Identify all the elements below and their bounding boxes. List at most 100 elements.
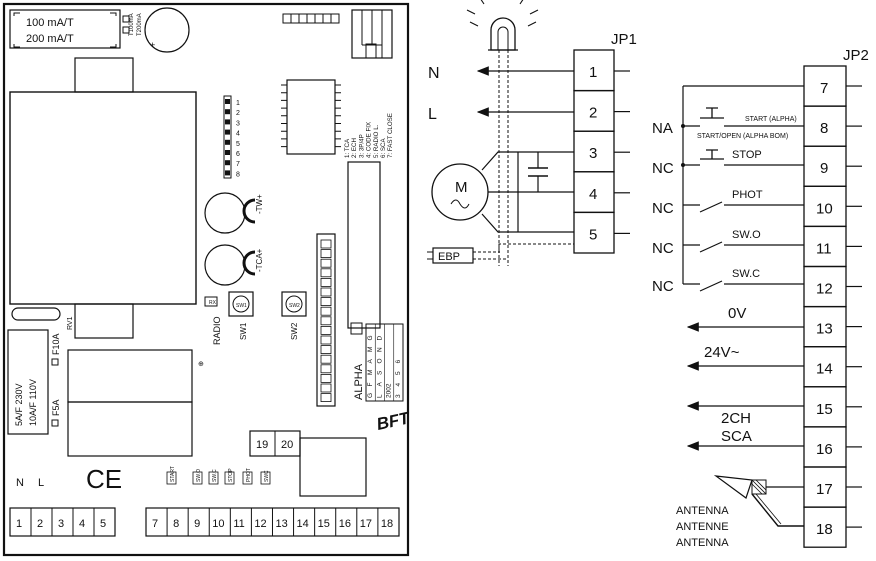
board-terminal-number: 11 xyxy=(233,518,244,530)
output-sca: SCA xyxy=(721,428,752,445)
transformer xyxy=(9,57,197,339)
output-0v: 0V xyxy=(728,305,746,322)
led-indicator xyxy=(242,471,253,485)
version-cell: 2002 xyxy=(386,383,393,398)
dip-lever[interactable] xyxy=(225,109,230,115)
dip-number: 1 xyxy=(236,100,240,107)
input-start-alpha: START (ALPHA) xyxy=(745,116,797,123)
sw1-button[interactable]: SW1 SW1 xyxy=(228,291,254,340)
motor-icon: M xyxy=(431,151,574,233)
version-cell: A xyxy=(367,359,374,364)
jp1-terminal: 5 xyxy=(589,226,597,243)
dip-function-item: 6: SCA xyxy=(380,138,387,158)
led-label: START xyxy=(170,466,176,482)
antenna-label-1: ANTENNA xyxy=(676,505,729,517)
rv1-label: RV1 xyxy=(67,316,74,330)
version-cell: 6 xyxy=(395,360,402,364)
jumper-20-label: 20 xyxy=(281,439,293,451)
dip-number: 4 xyxy=(236,131,240,138)
dip-number: 5 xyxy=(236,141,240,148)
jumper-19-20[interactable]: 19 20 xyxy=(249,430,367,497)
dip-lever[interactable] xyxy=(225,150,230,155)
version-cell: 4 xyxy=(395,383,402,387)
dip-function-item: 5: RADIO L. xyxy=(373,124,380,158)
version-cell: L xyxy=(376,394,383,398)
board-terminal-number: 15 xyxy=(318,518,330,530)
trimmer-tca[interactable]: -TCA+ xyxy=(204,244,264,286)
led-indicator xyxy=(260,471,271,485)
board-terminal-number: 14 xyxy=(297,518,309,530)
jp1-title: JP1 xyxy=(611,31,637,48)
mains-fuse-box: 5A/F 230V 10A/F 110V F10A F5A xyxy=(7,329,61,435)
led-strip-top xyxy=(282,13,340,24)
input-phot: PHOT xyxy=(732,189,763,201)
led-label: SWC xyxy=(264,470,270,482)
dip-function-item: 7: FAST CLOSE xyxy=(387,113,394,158)
ebp-box: EBP xyxy=(427,243,574,264)
svg-text:RX: RX xyxy=(209,300,217,306)
board-terminal-number: 2 xyxy=(37,518,43,530)
board-terminal-number: 8 xyxy=(173,518,179,530)
dip-lever[interactable] xyxy=(225,139,230,145)
jp2-terminal: 13 xyxy=(816,321,833,338)
board-terminal-number: 18 xyxy=(381,518,393,530)
header-connector xyxy=(351,9,393,59)
led-label: STOP xyxy=(228,468,234,482)
jumper-19-label: 19 xyxy=(256,439,268,451)
fuse-rating-200: 200 mA/T xyxy=(26,33,74,45)
jp2-terminal: 16 xyxy=(816,441,833,458)
sw1-label: SW1 xyxy=(239,322,248,340)
version-cell: 5 xyxy=(395,371,402,375)
dip-lever[interactable] xyxy=(225,99,230,104)
dip-lever[interactable] xyxy=(225,160,230,166)
sw2-button[interactable]: SW2 SW2 xyxy=(281,291,307,340)
motor-label: M xyxy=(455,179,468,196)
dip-number: 2 xyxy=(236,110,240,117)
version-cell: S xyxy=(376,370,383,375)
supply-n-label: N xyxy=(16,477,24,489)
board-terminal-number: 17 xyxy=(360,518,372,530)
jp1-terminal: 3 xyxy=(589,145,597,162)
svg-text:SW1: SW1 xyxy=(236,303,247,309)
version-cell: M xyxy=(367,347,374,352)
jp2-terminal: 11 xyxy=(816,240,832,257)
board-terminal-number: 10 xyxy=(212,518,224,530)
version-cell: 3 xyxy=(395,394,402,398)
flashing-lamp-icon xyxy=(466,0,539,266)
version-cell: M xyxy=(367,370,374,375)
led-indicator xyxy=(166,471,177,485)
version-cell: O xyxy=(376,358,383,363)
dip-number: 3 xyxy=(236,120,240,127)
jp2-terminal: 8 xyxy=(820,120,828,137)
board-terminal-number: 9 xyxy=(194,518,200,530)
led-indicator xyxy=(208,471,219,485)
trimmer-tw-label: -TW+ xyxy=(255,194,264,214)
version-cell: A xyxy=(376,382,383,387)
dip-function-item: 2: ECH xyxy=(351,138,358,158)
board-terminal-number: 13 xyxy=(275,518,287,530)
board-terminal-number: 4 xyxy=(79,518,85,530)
alpha-label: ALPHA xyxy=(353,363,365,400)
dip-lever[interactable] xyxy=(225,170,230,176)
led-label: SW.O xyxy=(196,469,202,482)
version-cell: N xyxy=(376,347,383,352)
input-stop: STOP xyxy=(732,149,762,161)
dip-lever[interactable] xyxy=(225,129,230,135)
contact-nc-stop: NC xyxy=(652,160,674,177)
dip-number: 6 xyxy=(236,151,240,158)
svg-text:SW2: SW2 xyxy=(289,303,300,309)
jp2-terminal: 7 xyxy=(820,80,828,97)
dip-lever[interactable] xyxy=(225,119,230,125)
trimmer-tw[interactable]: -TW+ xyxy=(204,192,264,234)
radio-label: RADIO xyxy=(212,316,222,345)
jp1-terminal: 2 xyxy=(589,105,597,122)
input-start-open: START/OPEN (ALPHA BOM) xyxy=(697,133,788,140)
svg-text:+: + xyxy=(150,40,155,50)
antenna-label-3: ANTENNA xyxy=(676,537,729,549)
